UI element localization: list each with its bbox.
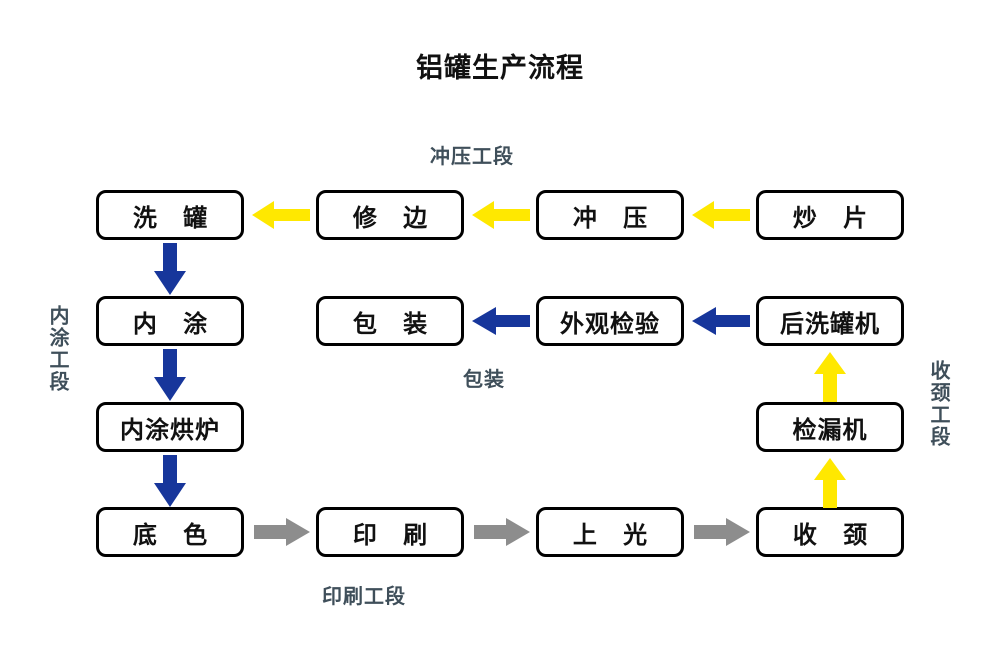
node-base-color[interactable]: 底 色 [96,507,244,557]
node-visual-inspect[interactable]: 外观检验 [536,296,684,346]
arrow-varnish-to-necking [694,516,750,548]
node-pack[interactable]: 包 装 [316,296,464,346]
node-print[interactable]: 印 刷 [316,507,464,557]
arrow-post-washer-to-visual-inspect [692,305,750,337]
node-necking[interactable]: 收 颈 [756,507,904,557]
arrow-print-to-varnish [474,516,530,548]
node-leak-tester[interactable]: 检漏机 [756,402,904,452]
node-inner-coat[interactable]: 内 涂 [96,296,244,346]
arrow-leak-tester-to-post-washer [812,352,848,402]
node-varnish[interactable]: 上 光 [536,507,684,557]
stage-label-stamping: 冲压工段 [430,144,514,168]
stage-label-printing: 印刷工段 [322,584,406,608]
arrow-necking-to-leak-tester [812,458,848,508]
node-trim[interactable]: 修 边 [316,190,464,240]
arrow-stamp-to-trim [472,199,530,231]
arrow-trim-to-wash-can [252,199,310,231]
arrow-cup-blank-to-stamp [692,199,750,231]
node-inner-coat-oven[interactable]: 内涂烘炉 [96,402,244,452]
arrow-visual-inspect-to-pack [472,305,530,337]
arrow-inner-coat-to-oven [152,349,188,401]
stage-label-inner-coating: 内涂工段 [46,305,70,393]
arrow-oven-to-base-color [152,455,188,507]
arrow-base-color-to-print [254,516,310,548]
node-stamp[interactable]: 冲 压 [536,190,684,240]
node-post-washer[interactable]: 后洗罐机 [756,296,904,346]
node-cup-blank[interactable]: 炒 片 [756,190,904,240]
stage-label-necking: 收颈工段 [927,360,951,448]
stage-label-packaging: 包装 [463,367,505,391]
arrow-wash-can-to-inner-coat [152,243,188,295]
node-wash-can[interactable]: 洗 罐 [96,190,244,240]
page-title: 铝罐生产流程 [416,53,584,84]
